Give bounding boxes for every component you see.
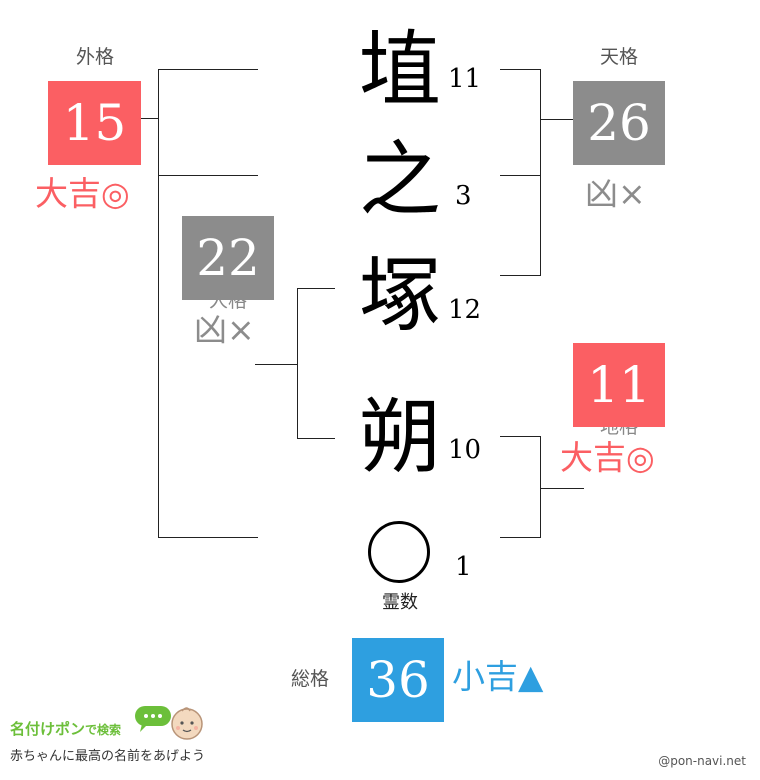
soukaku-fortune: 小吉▲ (452, 657, 544, 696)
stroke-count-2: 3 (455, 181, 472, 211)
chikaku-value-box: 11 (573, 343, 665, 427)
speech-bubble-icon (134, 705, 174, 737)
gaikaku-fortune: 大吉◎ (35, 174, 130, 213)
name-char-4: 朔 (358, 390, 441, 485)
brand-title-main: 名付けポン (10, 720, 86, 738)
jinkaku-bracket-bottom (297, 438, 335, 439)
chikaku-fortune: 大吉◎ (560, 438, 655, 477)
soukaku-value-box: 36 (352, 638, 444, 722)
reisu-label: 霊数 (382, 592, 418, 613)
jinkaku-connector (255, 364, 297, 365)
brand-title-suffix: で検索 (85, 723, 122, 737)
jinkaku-bracket-spine (297, 288, 298, 439)
site-credit: @pon-navi.net (658, 754, 746, 768)
gaikaku-bracket-bottom (158, 537, 258, 538)
tenkaku-connector (540, 119, 574, 120)
gaikaku-bracket-top (158, 69, 258, 70)
tenkaku-fortune: 凶× (585, 174, 646, 213)
stroke-count-4: 10 (448, 435, 482, 465)
name-char-3: 塚 (358, 249, 441, 344)
gaikaku-connector (140, 118, 158, 119)
gaikaku-bracket-mid (158, 175, 258, 176)
reisu-circle (368, 521, 430, 583)
jinkaku-bracket-top (297, 288, 335, 289)
jinkaku-fortune: 凶× (194, 310, 255, 349)
chikaku-bracket-top (500, 436, 540, 437)
tenkaku-value-box: 26 (573, 81, 665, 165)
tenkaku-bracket-mid (500, 175, 540, 176)
gaikaku-value-box: 15 (48, 81, 141, 165)
stroke-count-3: 12 (448, 295, 482, 325)
tenkaku-bracket-bottom (500, 275, 540, 276)
stroke-count-5: 1 (455, 552, 472, 582)
baby-face-icon (168, 704, 206, 746)
brand-title[interactable]: 名付けポンで検索 (10, 722, 121, 737)
chikaku-bracket-spine (540, 436, 541, 538)
name-char-2: 之 (358, 133, 441, 228)
tenkaku-bracket-spine (540, 69, 541, 276)
tenkaku-bracket-top (500, 69, 540, 70)
chikaku-connector (540, 488, 584, 489)
soukaku-label: 総格 (290, 668, 329, 690)
chikaku-bracket-bottom (500, 537, 540, 538)
name-char-1: 埴 (358, 23, 441, 118)
gaikaku-label: 外格 (75, 46, 114, 68)
brand-tagline: 赤ちゃんに最高の名前をあげよう (10, 749, 206, 764)
jinkaku-value-box: 22 (182, 216, 274, 300)
gaikaku-bracket-spine (158, 69, 159, 537)
tenkaku-label: 天格 (599, 46, 638, 68)
stroke-count-1: 11 (448, 64, 482, 94)
